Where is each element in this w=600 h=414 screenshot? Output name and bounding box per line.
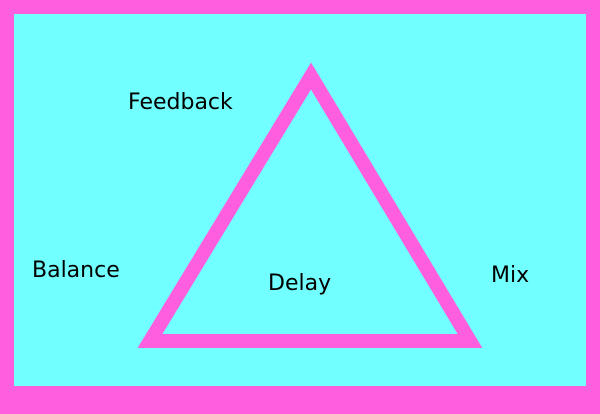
label-delay: Delay (268, 271, 332, 296)
triangle-outline (137, 62, 483, 348)
triangle-diagram (137, 62, 483, 348)
label-feedback: Feedback (128, 90, 233, 115)
label-mix: Mix (491, 263, 530, 288)
label-balance: Balance (32, 258, 120, 283)
diagram-frame (0, 0, 600, 400)
